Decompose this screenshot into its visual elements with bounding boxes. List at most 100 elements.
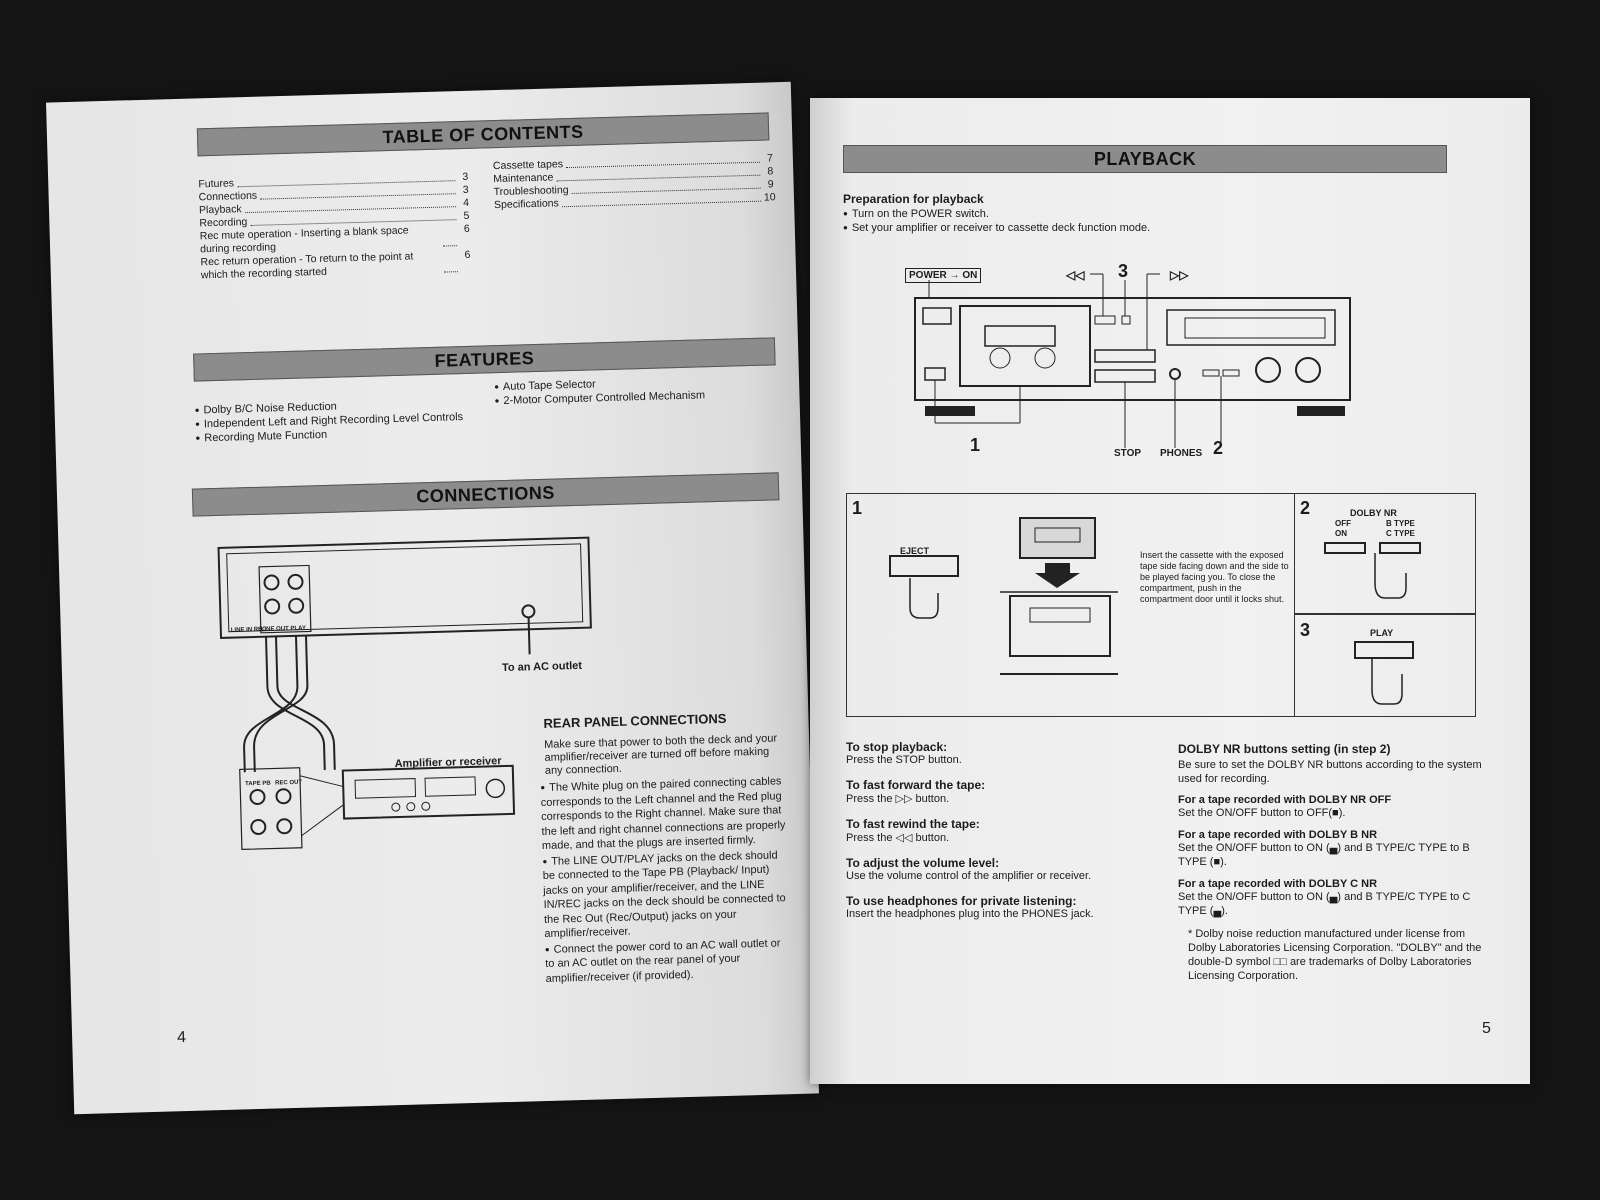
tape-pb-label: TAPE PB [245,780,271,788]
toc-entry-page: 4 [462,196,470,209]
toc-leader [443,249,458,273]
page-number-right: 5 [1482,1020,1491,1037]
dolby-item-heading: For a tape recorded with DOLBY NR OFF [1178,794,1392,806]
rear-panel-intro: Make sure that power to both the deck an… [543,732,778,777]
eject-label: EJECT [900,546,930,556]
playback-banner: PLAYBACK [843,145,1447,173]
rear-panel-title: REAR PANEL CONNECTIONS [543,710,727,731]
toc-entry-page: 3 [462,183,469,196]
line-out-label: LINE OUT PLAY [260,625,307,633]
fast-forward-symbol: ▷▷ [1170,268,1189,282]
stop-label: STOP [1114,448,1142,459]
rear-panel-bullet: The White plug on the paired connecting … [540,774,787,853]
toc-entry-title: Specifications [493,197,559,212]
step-2-number: 2 [1300,498,1311,518]
toc-banner: TABLE OF CONTENTS [196,112,770,157]
toc-leader [442,223,458,247]
step-3-number: 3 [1300,620,1311,640]
step-2-box [1294,493,1476,615]
connections-banner: CONNECTIONS [191,472,780,517]
prep-item: Set your amplifier or receiver to casset… [843,221,1150,235]
rear-panel-bullet: The LINE OUT/PLAY jacks on the deck shou… [542,848,789,942]
dolby-settings-section: DOLBY NR buttons setting (in step 2) Be … [1178,742,1493,983]
dolby-item-heading: For a tape recorded with DOLBY B NR [1178,829,1378,841]
dolby-on-label: ON [1335,529,1347,538]
connections-title: CONNECTIONS [416,482,556,507]
dolby-nr-label: DOLBY NR [1350,508,1397,518]
toc-entry-title: Rec return operation - To return to the … [200,250,414,282]
toc-entry-page: 6 [463,222,470,235]
power-on-label: POWER → ON [905,268,982,283]
dolby-item-body: Set the ON/OFF button to OFF(■). [1178,807,1346,819]
phones-label: PHONES [1160,448,1203,459]
toc-entry-title: Futures [198,177,235,191]
connection-diagram [217,536,592,851]
instruction-heading: To fast forward the tape: [846,778,986,792]
toc-entry-page: 7 [766,152,774,165]
instruction-heading: To use headphones for private listening: [846,894,1077,908]
diagram-number-3: 3 [1118,261,1129,281]
prep-item: Turn on the POWER switch. [843,207,1150,221]
prep-list: Turn on the POWER switch.Set your amplif… [843,207,1150,235]
toc-entry-page: 10 [763,191,776,204]
rec-out-label: REC OUT [275,779,303,787]
diagram-number-1: 1 [970,435,981,455]
instruction-block: To fast rewind the tape:Press the ◁◁ but… [846,817,1166,844]
instruction-heading: To stop playback: [846,740,948,754]
instruction-body: Use the volume control of the amplifier … [846,870,1092,882]
prep-title: Preparation for playback [843,192,984,206]
toc-title: TABLE OF CONTENTS [382,121,584,148]
instruction-block: To adjust the volume level:Use the volum… [846,856,1166,882]
instruction-body: Press the ◁◁ button. [846,832,950,844]
instruction-body: Insert the headphones plug into the PHON… [846,908,1094,920]
toc-entry-title: Playback [198,203,242,217]
page-number-left: 4 [176,1029,187,1047]
amplifier-jack-panel [239,767,303,851]
toc-entry-page: 6 [464,248,471,261]
dolby-item-body: Set the ON/OFF button to ON (▄) and B TY… [1178,891,1471,917]
toc-entry-page: 9 [767,178,774,191]
play-label: PLAY [1370,628,1394,638]
deck-rear-panel [217,536,592,655]
step-1-number: 1 [852,498,863,518]
dolby-buttons-illustration [1324,542,1421,599]
instruction-body: Press the STOP button. [846,754,962,766]
dolby-c-type-label: C TYPE [1386,529,1415,538]
instruction-body: Press the ▷▷ button. [846,793,950,805]
features-list-2: Auto Tape Selector2-Motor Computer Contr… [494,374,705,408]
instruction-block: To stop playback:Press the STOP button. [846,740,1166,766]
dolby-settings-intro: Be sure to set the DOLBY NR buttons acco… [1178,759,1482,785]
features-title: FEATURES [434,348,535,371]
toc-entry-page: 8 [767,165,774,178]
play-button-illustration [1354,641,1414,705]
rear-panel-bullets: The White plug on the paired connecting … [540,774,791,987]
instruction-heading: To fast rewind the tape: [846,817,980,831]
dolby-settings-title: DOLBY NR buttons setting (in step 2) [1178,742,1391,756]
toc-entry-page: 3 [462,170,469,183]
dolby-b-type-label: B TYPE [1386,519,1415,528]
dolby-footnote: * Dolby noise reduction manufactured und… [1188,928,1482,982]
instruction-block: To fast forward the tape:Press the ▷▷ bu… [846,778,1166,805]
playback-title: PLAYBACK [1093,149,1197,169]
insert-instruction: Insert the cassette with the exposed tap… [1140,550,1289,604]
instruction-heading: To adjust the volume level: [846,856,1000,870]
step-3-box [1294,613,1476,717]
diagram-number-2: 2 [1213,438,1224,458]
toc-entry-page: 5 [463,209,470,222]
rear-panel-bullet: Connect the power cord to an AC wall out… [545,936,791,986]
connection-cables [243,635,336,773]
amplifier-unit [299,764,516,837]
rewind-symbol: ◁◁ [1066,268,1085,282]
instruction-block: To use headphones for private listening:… [846,894,1166,920]
playback-instructions: To stop playback:Press the STOP button.T… [846,740,1166,932]
dolby-item-heading: For a tape recorded with DOLBY C NR [1178,878,1378,890]
right-page: PLAYBACK Preparation for playback Turn o… [810,98,1530,1084]
dolby-item-body: Set the ON/OFF button to ON (▄) and B TY… [1178,842,1470,868]
